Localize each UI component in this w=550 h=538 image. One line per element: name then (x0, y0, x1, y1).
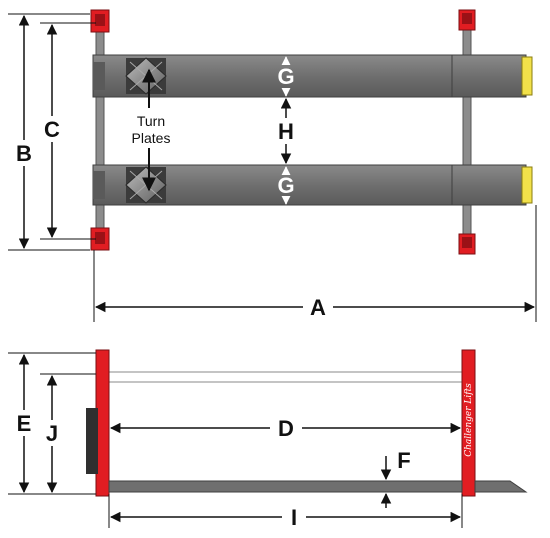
turn-plate-lower (125, 166, 167, 204)
post-top-right (458, 9, 476, 31)
post-top-left (90, 9, 110, 33)
post-side-right: Challenger Lifts (461, 349, 476, 497)
dimension-c: C (44, 117, 60, 142)
dimension-g-lower: G (277, 173, 294, 198)
runway-side (108, 480, 463, 493)
approach-ramp (474, 480, 528, 493)
post-bottom-right (458, 233, 476, 255)
ramp-end-upper (521, 56, 533, 96)
turn-plates-label-line2: Plates (132, 130, 171, 146)
dimension-i: I (291, 505, 297, 530)
post-bottom-left (90, 227, 110, 251)
dimension-h: H (278, 119, 294, 144)
dimension-a: A (310, 295, 326, 320)
runway-lower (92, 164, 533, 206)
post-side-left (86, 349, 110, 497)
ramp-end-lower (521, 166, 533, 204)
dimension-b: B (16, 141, 32, 166)
runway-upper (92, 54, 533, 98)
post-brand-label: Challenger Lifts (464, 383, 474, 457)
dimension-g-upper: G (277, 64, 294, 89)
dimension-f: F (397, 448, 410, 473)
dimension-e: E (17, 411, 32, 436)
top-view: Turn Plates G G H B C A (8, 9, 537, 322)
side-view: Challenger Lifts D E J F I (8, 349, 528, 530)
dimension-d: D (278, 416, 294, 441)
turn-plates-label-line1: Turn (137, 113, 165, 129)
dimension-j: J (46, 421, 58, 446)
turn-plate-upper (125, 57, 167, 95)
